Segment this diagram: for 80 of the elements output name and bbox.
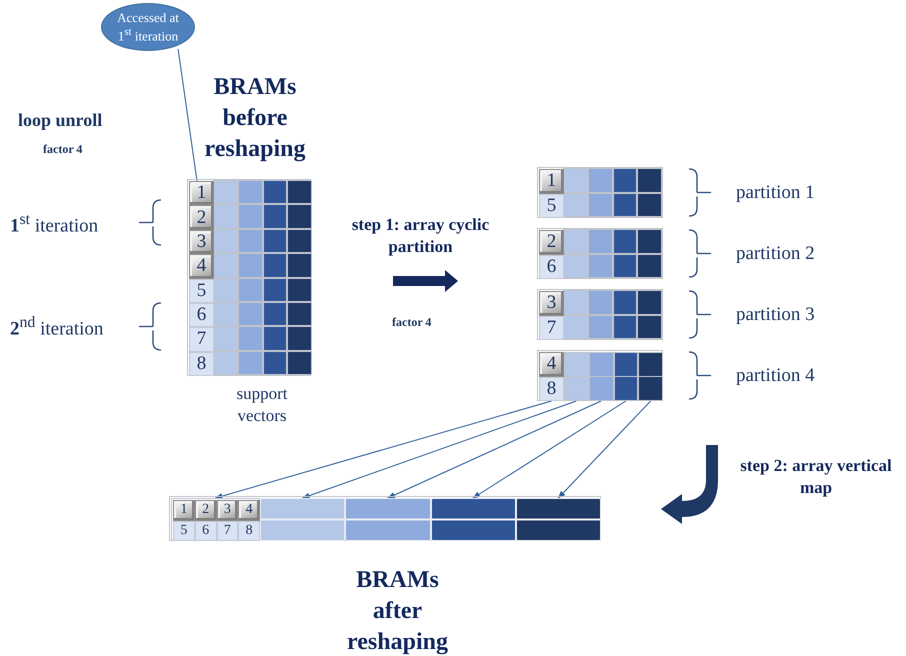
index-number: 7 — [196, 328, 206, 350]
index-number: 3 — [196, 230, 206, 253]
index-cell — [539, 194, 564, 218]
memory-array — [187, 179, 311, 376]
arrow — [302, 400, 577, 498]
index-number: 2 — [546, 231, 556, 254]
index-cell — [238, 500, 260, 520]
index-number: 8 — [196, 352, 206, 375]
index-cell — [539, 169, 564, 194]
partition-label: partition 2 — [736, 242, 815, 264]
index-cell — [216, 500, 238, 520]
index-cell — [189, 352, 214, 376]
index-cell — [539, 352, 564, 376]
index-number: 5 — [180, 522, 188, 539]
caption-text: factor 4 — [43, 142, 84, 157]
caption-text: loop unroll — [18, 110, 104, 131]
partition-label: partition 1 — [736, 182, 815, 204]
arrow — [214, 400, 552, 499]
memory-bar-segment — [345, 498, 430, 541]
index-number: 7 — [546, 316, 556, 339]
index-number: 1 — [180, 502, 188, 518]
index-block — [171, 498, 260, 541]
array-column — [614, 352, 638, 401]
index-number: 8 — [246, 522, 253, 539]
index-number: 7 — [224, 522, 231, 539]
partition-label: partition 4 — [736, 364, 815, 386]
index-cell — [189, 181, 214, 206]
index-number: 6 — [546, 256, 556, 278]
index-cell — [189, 230, 214, 254]
index-cell — [189, 254, 214, 278]
index-cell — [238, 520, 260, 541]
step-label: step 2: array vertical map — [739, 455, 893, 500]
arrow — [472, 400, 626, 499]
step-label: step 1: array cyclic partition — [350, 214, 490, 258]
index-number: 5 — [546, 194, 556, 217]
memory-bar-segment — [516, 498, 601, 541]
callout-text: Accessed at 1$^{st}$ iteration — [116, 10, 180, 44]
index-number: 8 — [546, 378, 556, 400]
index-cell — [539, 291, 564, 316]
index-number: 4 — [196, 255, 206, 278]
index-cell — [173, 500, 195, 520]
index-cell — [216, 520, 238, 541]
caption-text: factor 4 — [392, 315, 432, 330]
index-cell — [189, 205, 214, 230]
index-cell — [189, 278, 214, 303]
index-cell — [539, 376, 564, 401]
iteration-label: 2$^{nd}$ iteration — [10, 314, 104, 340]
index-number: 2 — [196, 206, 206, 229]
array-column — [638, 352, 663, 401]
section-title: BRAMs after reshaping — [346, 566, 449, 656]
arrow — [558, 400, 652, 499]
index-number: 1 — [546, 170, 556, 192]
index-number: 3 — [546, 292, 556, 314]
index-cell — [194, 500, 216, 520]
index-cell — [539, 230, 564, 254]
index-number: 3 — [224, 502, 231, 518]
index-number: 1 — [196, 182, 206, 204]
index-cell — [189, 302, 214, 328]
index-number: 4 — [546, 353, 556, 376]
index-number: 6 — [196, 304, 206, 326]
index-cell — [539, 254, 564, 279]
index-number: 6 — [202, 522, 210, 539]
array-column — [564, 352, 589, 401]
index-number: 4 — [246, 502, 253, 518]
leader-line — [178, 48, 198, 182]
index-cell — [173, 520, 195, 541]
memory-bar-segment — [430, 498, 516, 541]
section-title: BRAMs before reshaping — [204, 73, 306, 164]
index-number: 5 — [196, 280, 206, 302]
memory-bar-segment — [260, 498, 346, 541]
index-cell — [539, 316, 564, 340]
partition-label: partition 3 — [736, 304, 815, 326]
iteration-label: 1$^{st}$ iteration — [10, 211, 100, 238]
array-column — [588, 352, 614, 401]
axis-label: support vectors — [236, 383, 288, 428]
memory-array — [169, 496, 601, 541]
index-number: 2 — [202, 502, 210, 518]
arrow — [386, 400, 602, 498]
index-cell — [194, 520, 216, 541]
index-cell — [189, 327, 214, 352]
